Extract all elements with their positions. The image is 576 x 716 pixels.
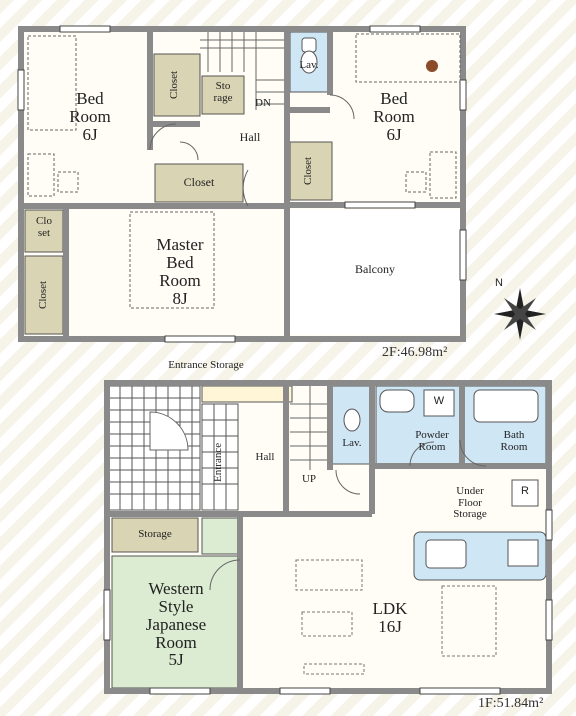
refrigerator-symbol: [511, 479, 539, 507]
entrance-step-grid: [201, 403, 239, 511]
washer-symbol: [423, 389, 455, 417]
balcony-area: [290, 210, 460, 334]
down-stairs-label: DN: [255, 97, 271, 109]
refrigerator-label: R: [521, 485, 529, 497]
balcony-label: Balcony: [355, 262, 395, 276]
closet-label: Closet: [168, 70, 180, 100]
japanese-room-label: Western Style Japanese Room 5J: [145, 579, 207, 670]
first-floor-area: 1F:51.84m²: [478, 696, 544, 711]
furniture-outlines: [295, 559, 497, 675]
entrance-storage-label: Entrance Storage: [168, 359, 244, 371]
closet-label: Closet: [302, 156, 314, 186]
door-swings: [209, 439, 487, 591]
japanese-room-tatami: [111, 555, 241, 689]
toilet-symbol: [301, 37, 317, 53]
lavatory-1f-label: Lav.: [342, 437, 362, 449]
entrance-label: Entrance: [212, 442, 224, 482]
closet-label: Closet: [37, 280, 49, 310]
closet-label: Closet: [183, 175, 215, 189]
bath-room-label: Bath Room: [500, 429, 528, 453]
storage-1f-label: Storage: [138, 528, 172, 540]
furniture-outlines: [27, 33, 461, 309]
master-bed-room-label: Master Bed Room 8J: [156, 235, 204, 308]
closet-box: [24, 209, 64, 253]
stove-symbol: [507, 539, 539, 567]
light-fixture-icon: [426, 60, 438, 72]
compass-north-label: N: [495, 277, 503, 289]
hall-1f-label: Hall: [255, 451, 275, 463]
under-floor-storage-label: Under Floor Storage: [453, 485, 487, 521]
compass-icon: [494, 288, 546, 340]
stairs-symbol: [290, 386, 330, 470]
closet-box: [153, 53, 201, 117]
bathtub-symbol: [473, 389, 539, 423]
bed-room-left-label: Bed Room 6J: [69, 89, 111, 144]
toilet-symbol: [300, 50, 318, 74]
sink-symbol: [379, 389, 415, 413]
hall-2f-label: Hall: [239, 130, 261, 144]
door-swings: [149, 94, 355, 207]
bed-room-right-label: Bed Room 6J: [373, 89, 415, 144]
storage-box: [111, 517, 199, 553]
closet-box: [24, 255, 64, 335]
alcove-box: [201, 517, 239, 555]
storage-box: [201, 75, 245, 115]
window-symbols: [17, 25, 467, 343]
lavatory-2f-label: Lav.: [299, 59, 319, 71]
kitchen-sink-symbol: [425, 539, 467, 569]
closet-box: [154, 163, 244, 203]
washer-label: W: [433, 395, 445, 407]
ldk-label: LDK 16J: [372, 599, 408, 636]
window-symbols: [103, 509, 553, 695]
up-stairs-label: UP: [301, 473, 317, 485]
second-floor-plan: [17, 25, 467, 343]
entrance-storage-box: [201, 385, 293, 403]
closet-box: [289, 141, 333, 201]
entrance-door-swing: [149, 411, 189, 451]
second-floor-area: 2F:46.98m²: [382, 345, 448, 360]
storage-2f-label: Sto rage: [213, 80, 233, 104]
closet-label: Clo set: [36, 215, 52, 239]
powder-room-label: Powder Room: [415, 429, 449, 453]
stairs-symbol: [200, 32, 284, 110]
first-floor-plan: [103, 380, 553, 695]
toilet-symbol: [343, 408, 361, 432]
